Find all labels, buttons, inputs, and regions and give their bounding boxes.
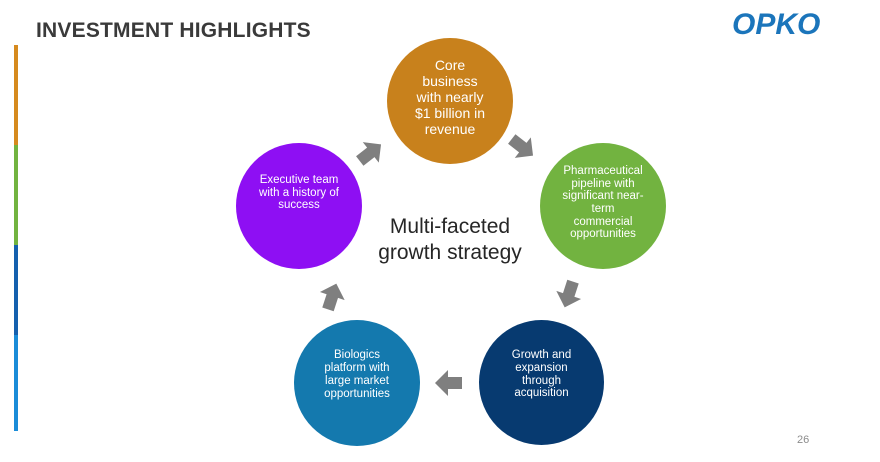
- circle-core-business: Core business with nearly $1 billion in …: [387, 38, 513, 164]
- arrow-core-to-pipeline-icon: [508, 134, 534, 158]
- circle-core-business-text: Core business with nearly $1 billion in …: [414, 57, 486, 137]
- circle-executive-team: Executive team with a history of success: [236, 143, 362, 269]
- opko-logo: OPKO: [730, 8, 848, 41]
- circle-executive-team-text: Executive team with a history of success: [259, 173, 339, 212]
- page-number: 26: [797, 434, 810, 446]
- accent-segment-green: [14, 145, 18, 245]
- opko-logo-graphic: OPKO: [732, 8, 820, 41]
- arrow-biologics-to-executive-icon: [319, 283, 345, 312]
- center-strategy-text: Multi-faceted growth strategy: [378, 215, 522, 265]
- circle-pharmaceutical-pipeline-text: Pharmaceutical pipeline with significant…: [562, 165, 644, 241]
- slide-title: INVESTMENT HIGHLIGHTS: [36, 19, 311, 42]
- circle-biologics: Biologics platform with large market opp…: [294, 320, 420, 446]
- arrow-pipeline-to-growth-icon: [556, 279, 582, 308]
- accent-segment-orange: [14, 45, 18, 145]
- accent-bar: [14, 45, 18, 431]
- circle-growth-expansion-text: Growth and expansion through acquisition: [511, 348, 572, 400]
- accent-segment-blue: [14, 245, 18, 335]
- logo-text: OPKO: [732, 8, 820, 38]
- arrow-executive-to-core-icon: [356, 142, 382, 166]
- circle-pharmaceutical-pipeline: Pharmaceutical pipeline with significant…: [540, 143, 666, 269]
- circle-growth-expansion: Growth and expansion through acquisition: [479, 320, 604, 445]
- circle-biologics-text: Biologics platform with large market opp…: [324, 349, 390, 400]
- arrow-growth-to-biologics-icon: [435, 370, 462, 396]
- accent-segment-light-blue: [14, 335, 18, 431]
